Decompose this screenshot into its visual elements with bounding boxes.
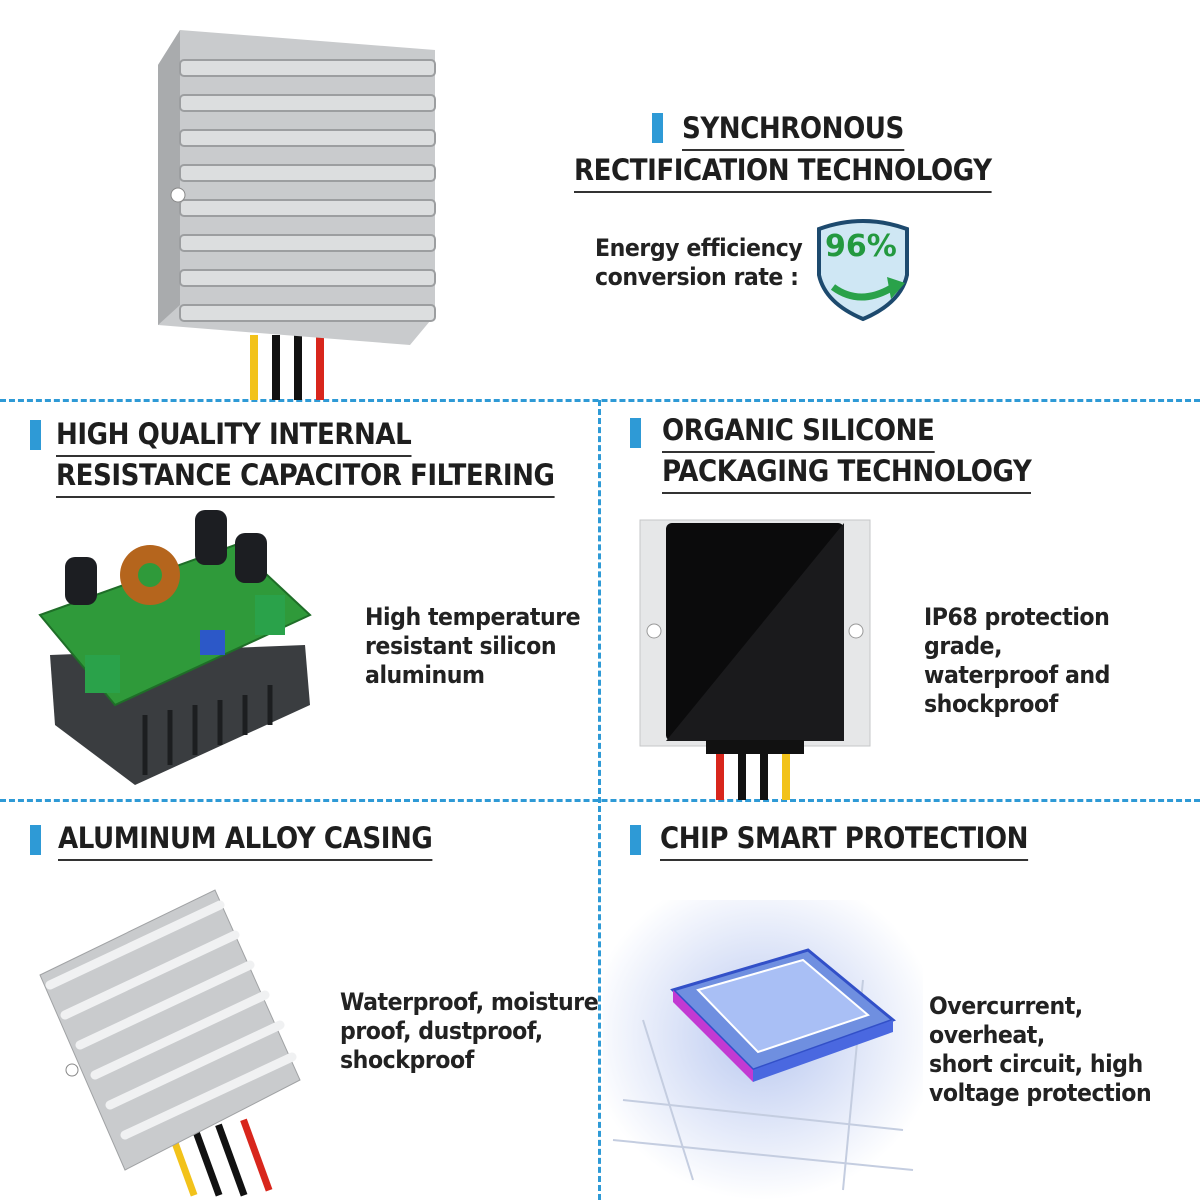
sync-title-line2: RECTIFICATION TECHNOLOGY — [574, 150, 992, 193]
shield-arrow-icon — [817, 219, 909, 322]
capacitor-title-line2: RESISTANCE CAPACITOR FILTERING — [56, 455, 555, 498]
casing-description: Waterproof, moisture proof, dustproof, s… — [340, 988, 599, 1074]
silicone-title-line1: ORGANIC SILICONE — [662, 410, 935, 453]
sync-title-line1: SYNCHRONOUS — [682, 108, 904, 151]
section-marker — [652, 113, 663, 143]
section-marker — [30, 825, 41, 855]
efficiency-label: Energy efficiency conversion rate : — [595, 234, 803, 291]
section-marker — [630, 825, 641, 855]
aluminum-casing-image — [39, 889, 301, 1197]
converter-heatsink-image — [158, 30, 436, 400]
efficiency-value: 96% — [825, 229, 897, 264]
capacitor-title-line1: HIGH QUALITY INTERNAL — [56, 414, 412, 457]
silicone-title-line2: PACKAGING TECHNOLOGY — [662, 451, 1032, 494]
chip-description: Overcurrent, overheat, short circuit, hi… — [929, 992, 1152, 1107]
section-marker — [630, 418, 641, 448]
chip-image — [603, 900, 923, 1200]
silicone-description: IP68 protection grade, waterproof and sh… — [924, 603, 1111, 718]
efficiency-badge: 96% — [815, 215, 911, 323]
casing-title: ALUMINUM ALLOY CASING — [58, 818, 433, 861]
potted-converter-image — [639, 519, 871, 800]
section-marker — [30, 420, 41, 450]
divider-vertical — [598, 400, 601, 1200]
pcb-module-image — [38, 510, 312, 785]
capacitor-description: High temperature resistant silicon alumi… — [365, 603, 581, 689]
chip-title: CHIP SMART PROTECTION — [660, 818, 1028, 861]
